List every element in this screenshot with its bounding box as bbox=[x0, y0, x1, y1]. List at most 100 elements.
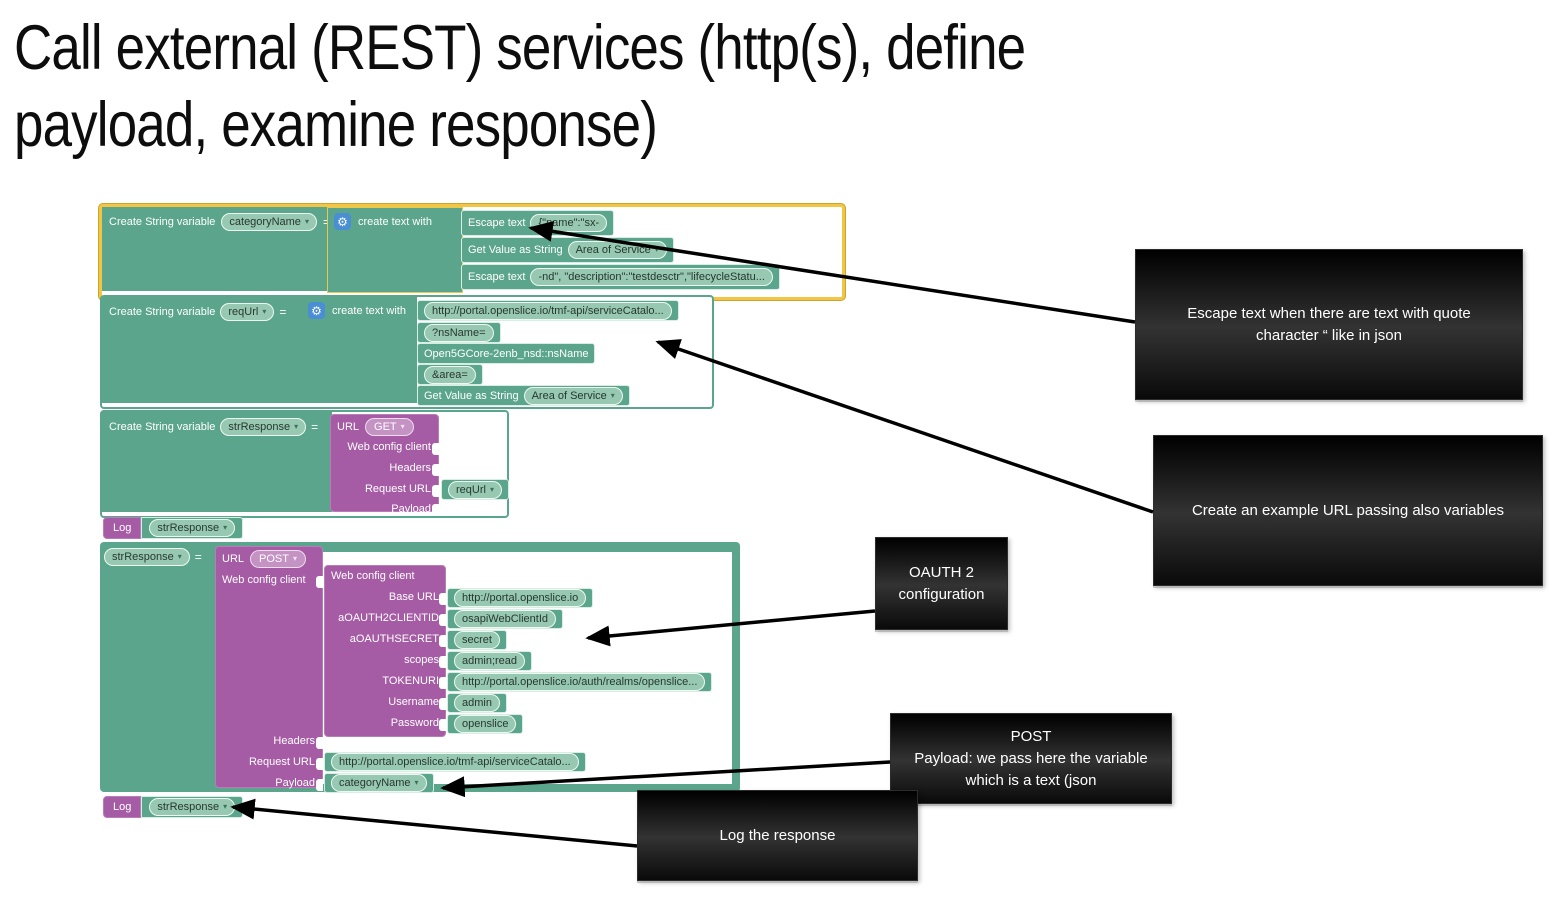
chevron-down-icon: ▾ bbox=[177, 552, 182, 561]
chevron-down-icon: ▾ bbox=[610, 390, 615, 400]
callout-oauth2: OAUTH 2 configuration bbox=[875, 537, 1008, 630]
gear-icon[interactable]: ⚙ bbox=[308, 302, 325, 319]
text-field[interactable]: {"name":"sx- bbox=[530, 214, 608, 232]
text-field[interactable]: secret bbox=[454, 631, 500, 649]
chevron-down-icon: ▾ bbox=[400, 422, 405, 431]
input-socket bbox=[439, 656, 446, 668]
log-label: Log bbox=[103, 517, 142, 539]
request-url-value[interactable]: http://portal.openslice.io/tmf-api/servi… bbox=[324, 752, 586, 772]
variable-dropdown-strresponse[interactable]: strResponse ▾ bbox=[104, 548, 190, 566]
block-create-requrl[interactable]: Create String variable reqUrl ▾ = ⚙ crea… bbox=[100, 295, 714, 409]
input-socket bbox=[316, 737, 323, 749]
text-field[interactable]: http://portal.openslice.io/tmf-api/servi… bbox=[331, 753, 579, 771]
input-socket bbox=[432, 485, 439, 497]
callout-post-payload: POST Payload: we pass here the variable … bbox=[890, 713, 1172, 804]
text-field[interactable]: &area= bbox=[424, 365, 476, 384]
web-config-client-block[interactable]: Web config client Base URL aOAUTH2CLIENT… bbox=[324, 565, 446, 737]
text-block-nsname-param[interactable]: ?nsName= bbox=[417, 322, 501, 343]
create-string-variable-label: Create String variable bbox=[109, 216, 216, 228]
chevron-down-icon: ▾ bbox=[294, 422, 299, 431]
create-text-with-label: create text with bbox=[358, 215, 432, 228]
input-socket bbox=[439, 635, 446, 647]
chevron-down-icon: ▾ bbox=[654, 245, 659, 254]
block-base[interactable]: Create String variable strResponse ▾ = bbox=[102, 412, 332, 512]
token-uri-value[interactable]: http://portal.openslice.io/auth/realms/o… bbox=[447, 672, 713, 692]
text-field[interactable]: -nd", "description":"testdesctr","lifecy… bbox=[530, 268, 773, 286]
gear-icon[interactable]: ⚙ bbox=[334, 213, 351, 230]
equals-sign: = bbox=[323, 215, 330, 229]
get-value-as-string-block[interactable]: Get Value as String Area of Service ▾ bbox=[461, 237, 674, 263]
block-strresponse-post[interactable]: strResponse ▾ = URL POST ▾ Web config cl… bbox=[100, 542, 740, 793]
input-socket bbox=[316, 779, 323, 791]
client-id-value[interactable]: osapiWebClientId bbox=[447, 609, 564, 629]
input-socket bbox=[439, 698, 446, 710]
method-dropdown[interactable]: POST ▾ bbox=[250, 550, 306, 568]
callout-escape-text: Escape text when there are text with quo… bbox=[1135, 249, 1523, 400]
input-socket bbox=[316, 758, 323, 770]
block-base[interactable]: Create String variable categoryName ▾ = bbox=[102, 207, 338, 291]
get-value-as-string-block[interactable]: Get Value as String Area of Service ▾ bbox=[417, 385, 630, 406]
escape-text-block[interactable]: Escape text {"name":"sx- bbox=[461, 210, 615, 236]
callout-log-response: Log the response bbox=[637, 790, 918, 881]
text-field[interactable]: ?nsName= bbox=[424, 323, 494, 342]
text-field[interactable]: http://portal.openslice.io/auth/realms/o… bbox=[454, 673, 706, 691]
url-post-block[interactable]: URL POST ▾ Web config client Headers Req… bbox=[215, 546, 323, 791]
escape-text-block[interactable]: Escape text -nd", "description":"testdes… bbox=[461, 264, 780, 290]
input-socket bbox=[439, 677, 446, 689]
create-text-with-block[interactable]: ⚙ create text with bbox=[302, 297, 417, 403]
chevron-down-icon: ▾ bbox=[262, 307, 267, 316]
variable-dropdown-categoryname[interactable]: categoryName ▾ bbox=[331, 774, 427, 792]
block-create-categoryname[interactable]: Create String variable categoryName ▾ = … bbox=[99, 204, 845, 300]
variable-block-open5gcore[interactable]: Open5GCore-2enb_nsd::nsName bbox=[417, 343, 596, 364]
password-value[interactable]: openslice bbox=[447, 714, 524, 734]
text-block-url[interactable]: http://portal.openslice.io/tmf-api/servi… bbox=[417, 300, 679, 321]
variable-dropdown-requrl[interactable]: reqUrl ▾ bbox=[448, 480, 502, 499]
variable-dropdown-strresponse[interactable]: strResponse ▾ bbox=[220, 418, 307, 436]
input-socket bbox=[432, 464, 439, 476]
block-base[interactable]: Create String variable reqUrl ▾ = bbox=[102, 297, 302, 403]
text-block-area-param[interactable]: &area= bbox=[417, 364, 483, 385]
base-url-value[interactable]: http://portal.openslice.io bbox=[447, 588, 594, 608]
log-label: Log bbox=[103, 796, 142, 818]
arrow-to-requrl-block bbox=[655, 339, 1154, 514]
variable-dropdown-categoryname[interactable]: categoryName ▾ bbox=[221, 213, 317, 231]
variable-dropdown-strresponse[interactable]: strResponse ▾ bbox=[149, 798, 236, 816]
chevron-down-icon: ▾ bbox=[414, 778, 419, 787]
strresponse-value-block[interactable]: strResponse ▾ bbox=[141, 517, 244, 539]
chevron-down-icon: ▾ bbox=[223, 523, 228, 532]
create-text-with-block[interactable]: ⚙ create text with bbox=[327, 207, 463, 293]
callout-create-url: Create an example URL passing also varia… bbox=[1153, 435, 1543, 586]
chevron-down-icon: ▾ bbox=[304, 217, 309, 226]
scopes-value[interactable]: admin;read bbox=[447, 651, 533, 671]
log-block[interactable]: Log strResponse ▾ bbox=[103, 517, 244, 539]
strresponse-value-block[interactable]: strResponse ▾ bbox=[141, 796, 244, 818]
arrow-to-log bbox=[230, 798, 638, 848]
url-get-block[interactable]: URL GET ▾ Web config client Headers Requ… bbox=[330, 414, 439, 516]
variable-dropdown-strresponse[interactable]: strResponse ▾ bbox=[149, 519, 236, 537]
payload-value[interactable]: categoryName ▾ bbox=[324, 773, 434, 793]
area-of-service-dropdown[interactable]: Area of Service ▾ bbox=[567, 241, 667, 259]
text-field[interactable]: admin;read bbox=[454, 652, 526, 670]
page-title: Call external (REST) services (http(s), … bbox=[14, 13, 1026, 160]
block-create-strresponse-get[interactable]: Create String variable strResponse ▾ = U… bbox=[100, 410, 509, 518]
text-field[interactable]: http://portal.openslice.io bbox=[454, 589, 587, 607]
input-socket bbox=[439, 614, 446, 626]
log-block[interactable]: Log strResponse ▾ bbox=[103, 796, 244, 818]
chevron-down-icon: ▾ bbox=[223, 802, 228, 811]
text-field[interactable]: http://portal.openslice.io/tmf-api/servi… bbox=[424, 301, 672, 320]
area-of-service-dropdown[interactable]: Area of Service ▾ bbox=[523, 386, 623, 405]
requrl-value-block[interactable]: reqUrl ▾ bbox=[441, 479, 509, 500]
input-socket bbox=[432, 504, 439, 516]
username-value[interactable]: admin bbox=[447, 693, 507, 713]
text-field[interactable]: osapiWebClientId bbox=[454, 610, 557, 628]
input-socket bbox=[316, 576, 323, 588]
text-field[interactable]: admin bbox=[454, 694, 500, 712]
chevron-down-icon: ▾ bbox=[292, 554, 297, 563]
chevron-down-icon: ▾ bbox=[489, 484, 494, 494]
text-field[interactable]: openslice bbox=[454, 715, 517, 733]
input-socket bbox=[439, 593, 446, 605]
secret-value[interactable]: secret bbox=[447, 630, 507, 650]
method-dropdown[interactable]: GET ▾ bbox=[365, 418, 414, 436]
variable-dropdown-requrl[interactable]: reqUrl ▾ bbox=[220, 303, 275, 321]
